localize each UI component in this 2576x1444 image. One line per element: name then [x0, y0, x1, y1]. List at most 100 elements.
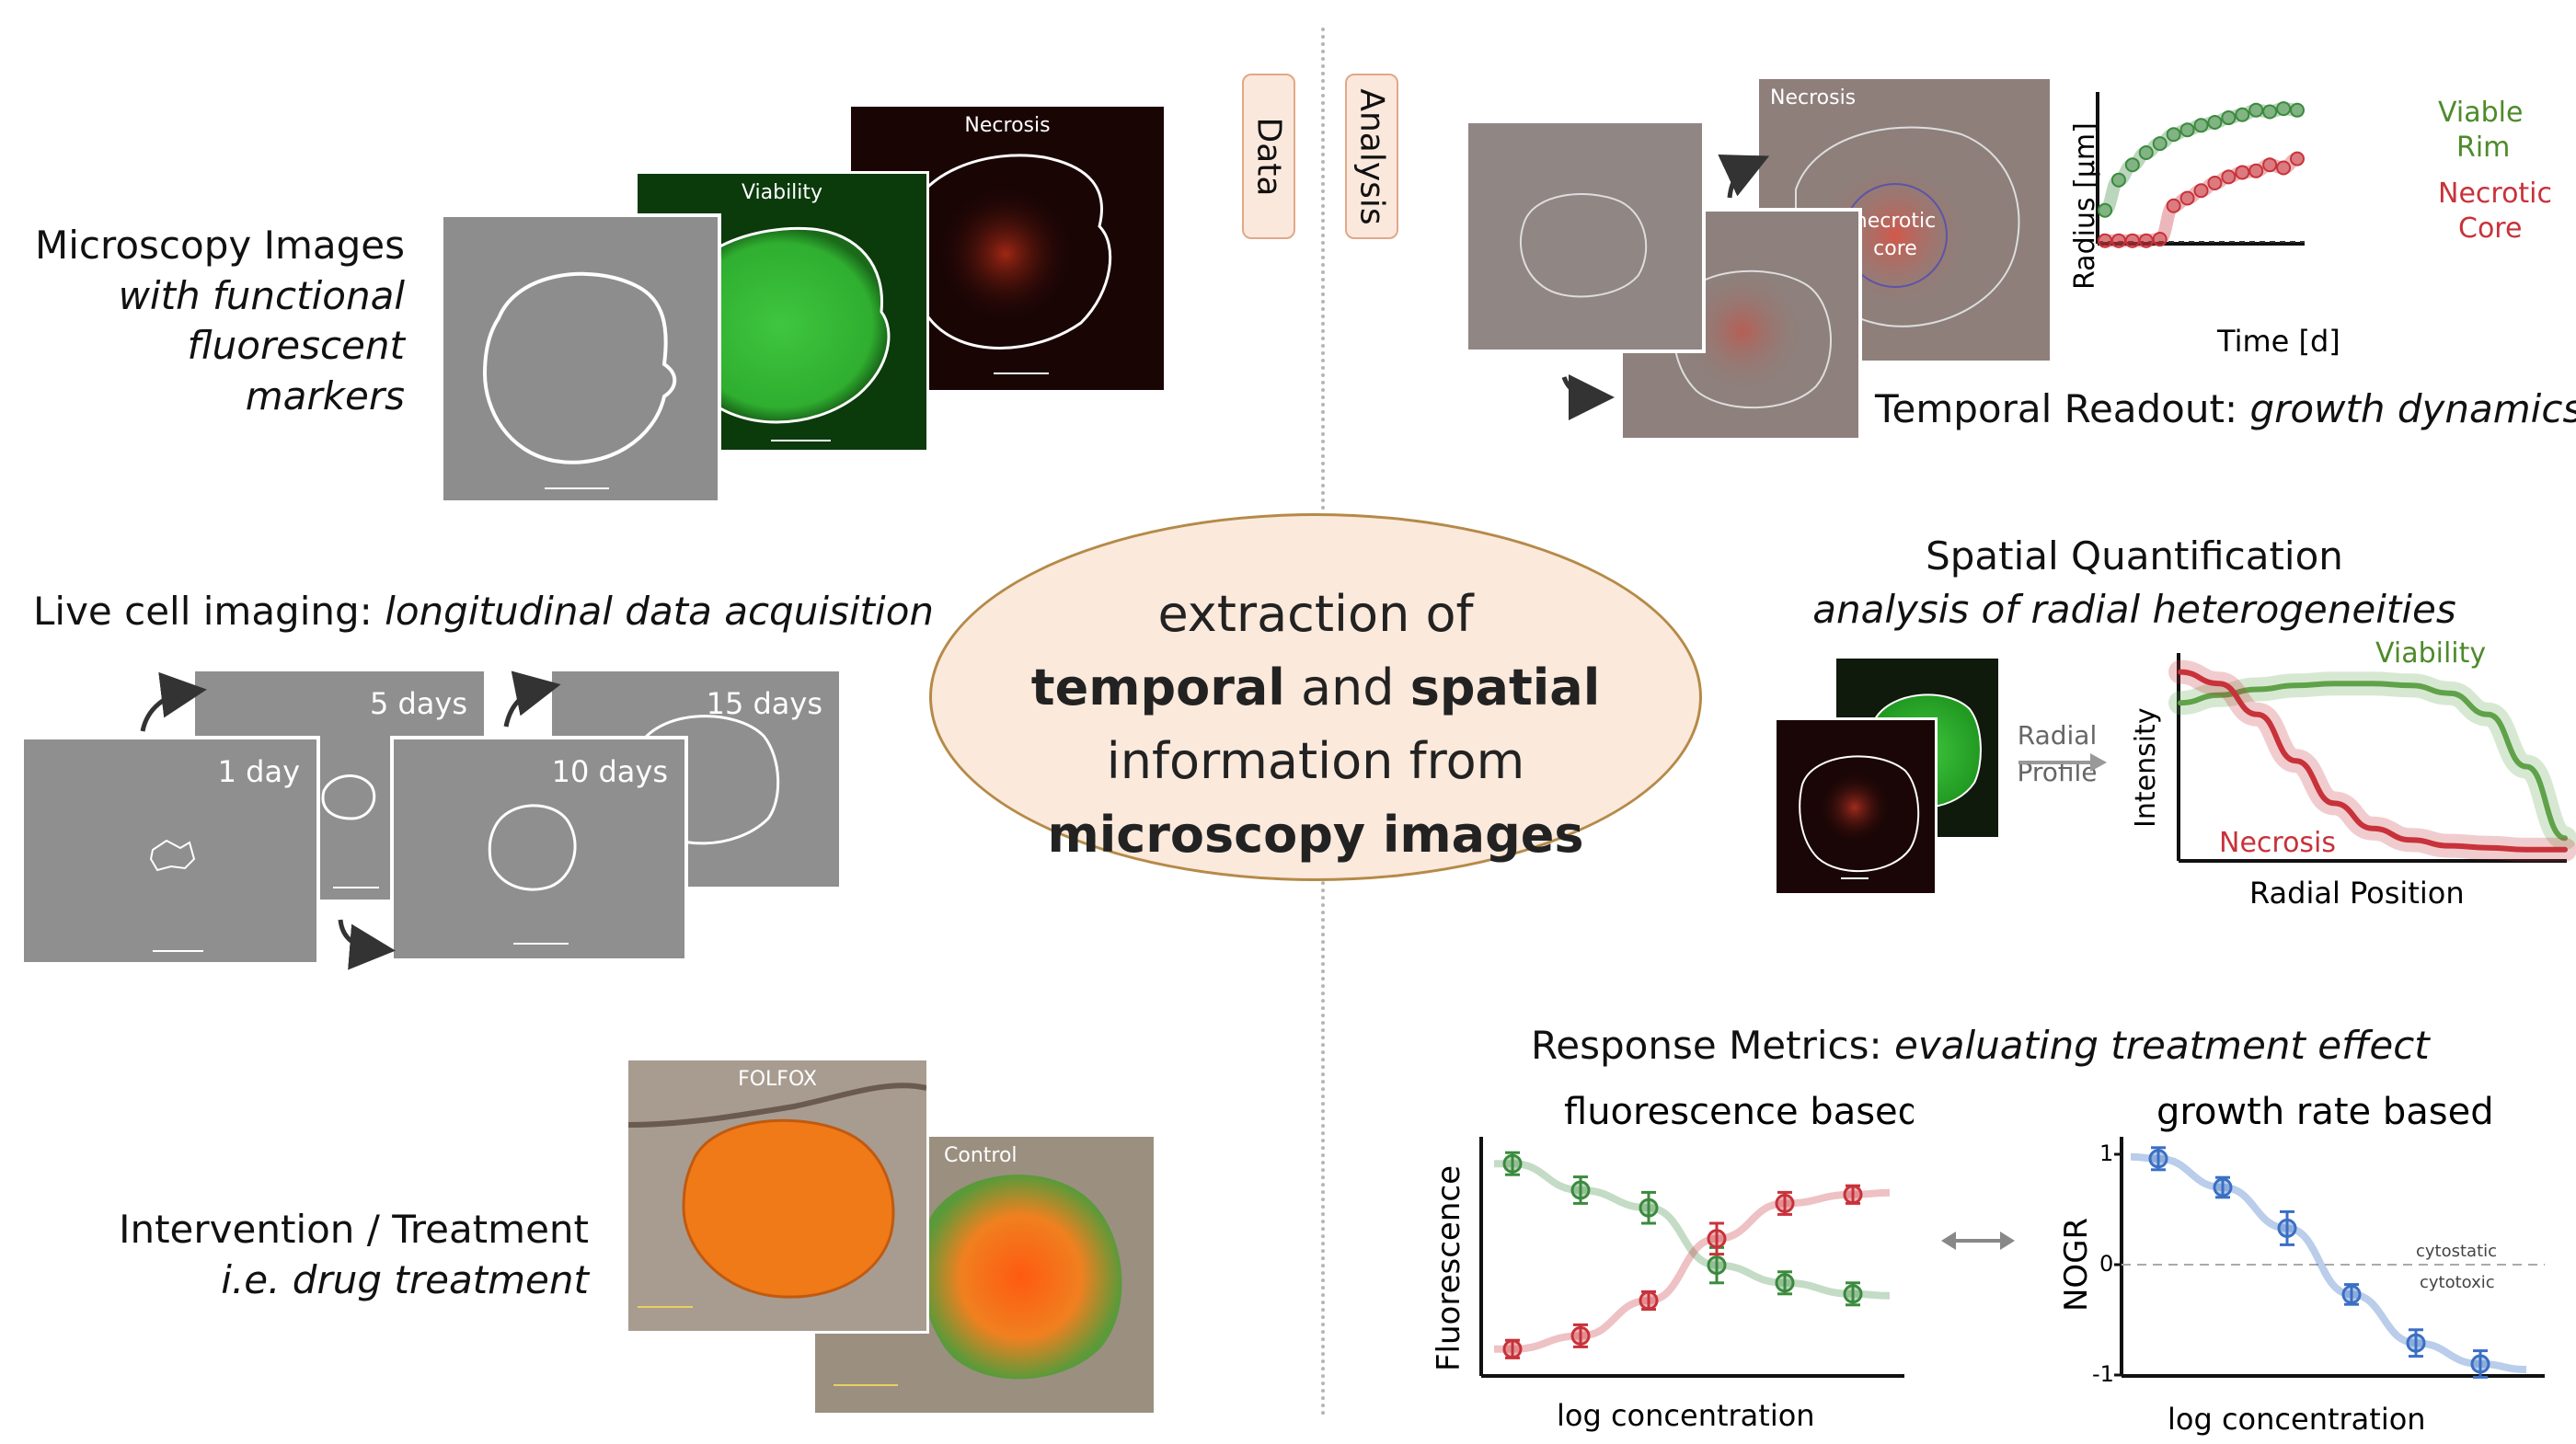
bidirectional-arrow: [1941, 1232, 2015, 1250]
fluor-series-1-point-1: [1570, 1325, 1591, 1346]
temporal-series-0-point-0: [2098, 202, 2112, 218]
temporal-series-1-point-5: [2166, 198, 2181, 213]
growth-tick-1: 1: [2099, 1140, 2113, 1166]
day15-label: 15 days: [706, 686, 822, 721]
viability-image-label: Viability: [741, 181, 823, 204]
temporal-series-0-point-2: [2124, 157, 2140, 173]
temporal-series-1-point-14: [2290, 151, 2305, 166]
temporal-series-1-point-2: [2124, 233, 2140, 248]
viable-line1: Viable: [2438, 97, 2523, 129]
brightfield-image: [440, 213, 721, 504]
radial-line1: Radial: [2017, 720, 2098, 751]
fluor-series-0-point-0: [1502, 1153, 1523, 1174]
spatial-title: Spatial Quantification: [1926, 533, 2343, 579]
day1-image: 1 day: [20, 736, 320, 966]
growth-tick-m1: -1: [2092, 1361, 2114, 1387]
live-imaging-title-italic: longitudinal data acquisition: [385, 589, 935, 634]
growth-series-0-point-3: [2341, 1284, 2362, 1304]
temporal-series-0-point-9: [2221, 110, 2237, 126]
treatment-title: Intervention / Treatment: [119, 1207, 589, 1252]
fluor-series-1-point-3: [1707, 1229, 1727, 1249]
center-line2: temporal and spatial: [929, 651, 1702, 725]
center-temporal: temporal: [1030, 659, 1285, 716]
growth-ylabel: NOGR: [2058, 1218, 2095, 1312]
necrotic-core-line1: necrotic: [1854, 210, 1937, 233]
temporal-series-1-point-7: [2193, 183, 2209, 199]
fluor-series-1-point-4: [1775, 1193, 1795, 1213]
control-image-label: Control: [944, 1144, 1018, 1167]
fluor-series-0-point-1: [1570, 1180, 1591, 1200]
temporal-series-1-point-9: [2221, 169, 2237, 185]
temporal-series-1-point-0: [2098, 233, 2112, 248]
spatial-xlabel: Radial Position: [2249, 876, 2465, 911]
temporal-series-1-point-3: [2138, 233, 2154, 248]
response-title-italic: evaluating treatment effect: [1894, 1023, 2430, 1068]
response-title-normal: Response Metrics:: [1531, 1023, 1882, 1068]
center-line4: microscopy images: [1047, 806, 1584, 864]
necrosis-image-label: Necrosis: [964, 114, 1051, 137]
growth-series-0-point-5: [2470, 1354, 2490, 1374]
temporal-series-0-point-12: [2262, 104, 2278, 120]
spatial-title-block: Spatial Quantification analysis of radia…: [1785, 530, 2484, 636]
temporal-series-0-point-10: [2235, 107, 2250, 122]
temporal-series-0-point-5: [2166, 127, 2181, 143]
growth-xlabel: log concentration: [2168, 1402, 2426, 1437]
microscopy-title: Microscopy Images: [35, 223, 405, 268]
necrotic-line1: Necrotic: [2438, 178, 2552, 210]
treatment-title-block: Intervention / Treatment i.e. drug treat…: [55, 1205, 589, 1305]
center-text: extraction of temporal and spatial infor…: [929, 578, 1702, 872]
temporal-series-0-point-7: [2193, 118, 2209, 133]
folfox-image-label: FOLFOX: [738, 1068, 817, 1091]
cytotoxic-label: cytotoxic: [2420, 1273, 2495, 1292]
live-imaging-title-normal: Live cell imaging:: [33, 589, 373, 634]
growth-series-0-point-4: [2406, 1333, 2426, 1353]
temporal-xlabel: Time [d]: [2216, 324, 2340, 359]
temporal-title-normal: Temporal Readout:: [1875, 386, 2238, 431]
temporal-series-1-point-4: [2152, 232, 2168, 247]
temporal-series-0-band: [2099, 102, 2304, 217]
temporal-day1-image: [1465, 120, 1706, 353]
spatial-subtitle: analysis of radial heterogeneities: [1812, 587, 2456, 632]
necrotic-core-label: necrotic core: [1842, 208, 1949, 263]
temporal-series-0-point-3: [2138, 145, 2154, 160]
temporal-series-0-point-1: [2110, 172, 2126, 188]
temporal-series-1-band: [2099, 152, 2304, 247]
fluor-series-0-fit: [1494, 1160, 1891, 1300]
temporal-series-0-point-14: [2290, 102, 2305, 118]
cytostatic-label: cytostatic: [2416, 1242, 2497, 1261]
growth-title: growth rate based: [2156, 1091, 2494, 1133]
temporal-necrosis-label: Necrosis: [1770, 86, 1857, 109]
spatial-series-0-line: [2178, 681, 2568, 842]
temporal-series-0-point-11: [2248, 102, 2264, 118]
treatment-subtitle: i.e. drug treatment: [221, 1256, 589, 1302]
data-tag-label: Data: [1249, 117, 1288, 196]
fluor-series-0-point-5: [1843, 1284, 1863, 1304]
day5-label: 5 days: [369, 686, 467, 721]
temporal-series-1-point-10: [2235, 165, 2250, 180]
necrotic-line2: Core: [2458, 212, 2522, 245]
folfox-image: FOLFOX: [626, 1058, 929, 1334]
fluor-series-0-point-2: [1639, 1198, 1659, 1218]
growth-series-0-fit: [2130, 1152, 2527, 1373]
temporal-series-1-point-11: [2248, 163, 2264, 178]
fluor-xlabel: log concentration: [1557, 1398, 1815, 1433]
growth-series-0-point-0: [2148, 1149, 2168, 1169]
microscopy-title-block: Microscopy Images with functional fluore…: [28, 221, 405, 421]
spatial-necrosis-image: [1774, 717, 1938, 896]
fluor-series-1-point-5: [1843, 1185, 1863, 1205]
fluor-title: fluorescence based: [1564, 1091, 1914, 1133]
analysis-tag: Analysis: [1345, 74, 1398, 239]
temporal-series-1-point-13: [2276, 160, 2292, 176]
day10-label: 10 days: [551, 754, 668, 789]
temporal-series-0-point-4: [2152, 136, 2168, 152]
growth-series-0-point-1: [2213, 1177, 2233, 1198]
day1-label: 1 day: [217, 754, 300, 789]
center-line1: extraction of: [1157, 585, 1474, 643]
microscopy-subtitle-1: with functional: [118, 272, 405, 318]
spatial-necrosis-label: Necrosis: [2219, 827, 2336, 859]
fluor-ylabel: Fluorescence: [1431, 1165, 1467, 1371]
radial-arrow: [2018, 753, 2107, 772]
fluorescence-chart: fluorescence based Fluorescence log conc…: [1431, 1091, 1914, 1433]
temporal-series-1-point-1: [2110, 233, 2126, 248]
temporal-series-0-point-6: [2179, 122, 2195, 138]
